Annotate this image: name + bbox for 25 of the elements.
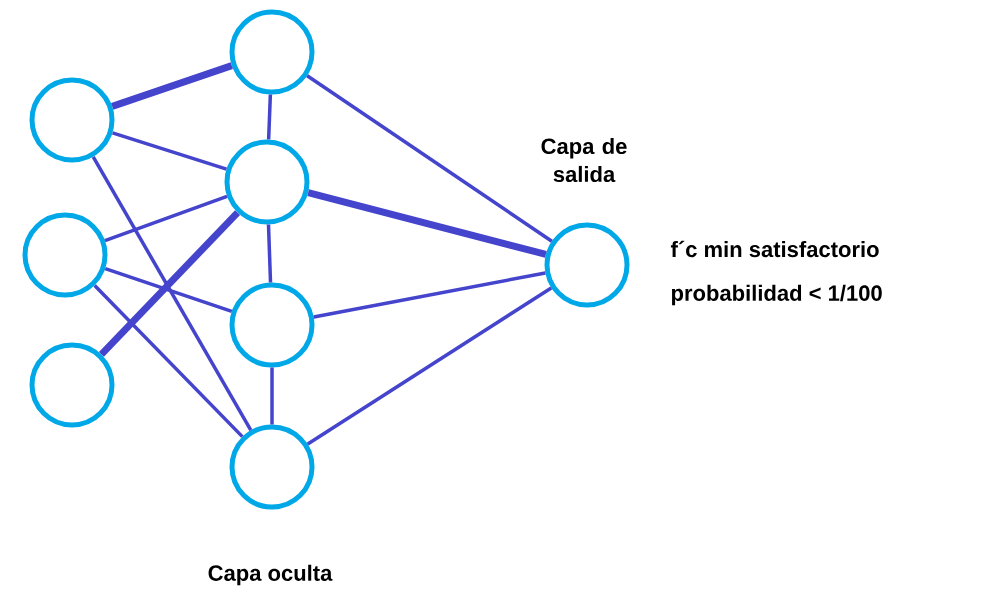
connection-line <box>306 74 553 243</box>
connection-line <box>91 155 253 432</box>
neuron-circle <box>29 342 115 428</box>
layer-label: Capa de salida <box>541 137 627 183</box>
connection-line <box>111 62 233 110</box>
connection-line <box>270 367 274 425</box>
note-text: f´c min satisfactorio <box>670 240 879 258</box>
connection-line <box>313 271 546 319</box>
connection-line <box>307 189 547 258</box>
connection-line <box>266 224 273 283</box>
neuron-circle <box>29 77 115 163</box>
connection-line <box>104 266 233 314</box>
layer-label: Capa oculta <box>208 564 333 586</box>
neuron-circle <box>229 282 315 368</box>
connection-line <box>98 210 241 357</box>
note-text: probabilidad < 1/100 <box>672 284 882 306</box>
neuron-circle <box>229 9 315 95</box>
connection-line <box>111 131 228 171</box>
neuron-circle <box>229 424 315 510</box>
connection-line <box>93 284 244 438</box>
neuron-circle <box>22 212 108 298</box>
connection-line <box>306 286 553 446</box>
connection-line <box>266 94 273 140</box>
connection-line <box>104 194 228 243</box>
neuron-circle <box>224 139 310 225</box>
